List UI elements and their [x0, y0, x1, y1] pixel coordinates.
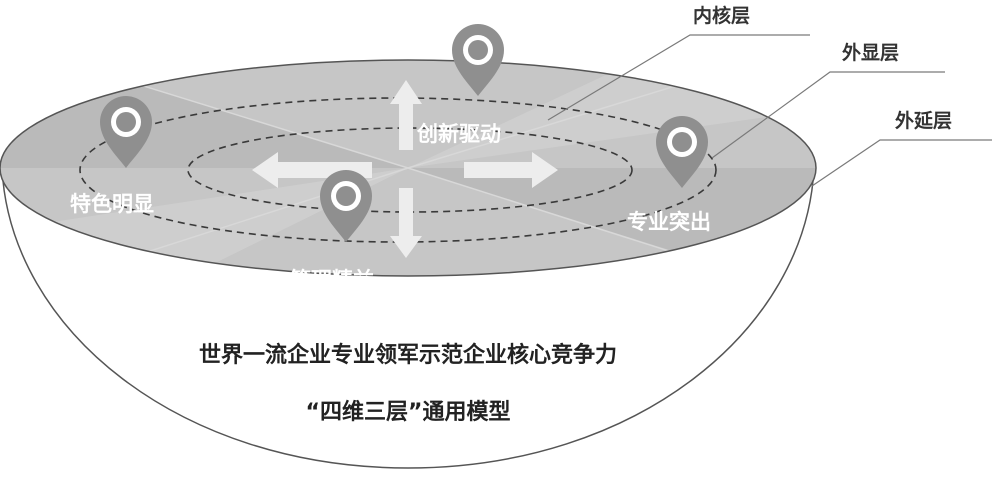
arrow-left: [252, 152, 372, 188]
label-management: 管理精益: [290, 268, 374, 292]
caption-line-1: 世界一流企业专业领军示范企业核心竞争力: [199, 342, 617, 368]
layer-label-extension: 外延层: [895, 109, 952, 132]
leader-display: [711, 71, 945, 159]
leader-lines: [547, 34, 992, 187]
leader-inner: [547, 34, 810, 121]
arrow-right: [464, 152, 558, 188]
direction-arrows: [252, 80, 558, 258]
layer-label-display: 外显层: [842, 41, 899, 64]
label-innovation: 创新驱动: [416, 122, 501, 146]
arrow-up: [390, 80, 422, 150]
label-professional: 专业突出: [627, 210, 711, 234]
caption-line-2: “四维三层”通用模型: [306, 399, 511, 425]
bowl-rim: [0, 59, 817, 277]
leader-extension: [811, 139, 992, 187]
layer-label-inner: 内核层: [693, 4, 750, 27]
arrow-down: [390, 188, 422, 258]
label-features: 特色明显: [70, 192, 154, 216]
